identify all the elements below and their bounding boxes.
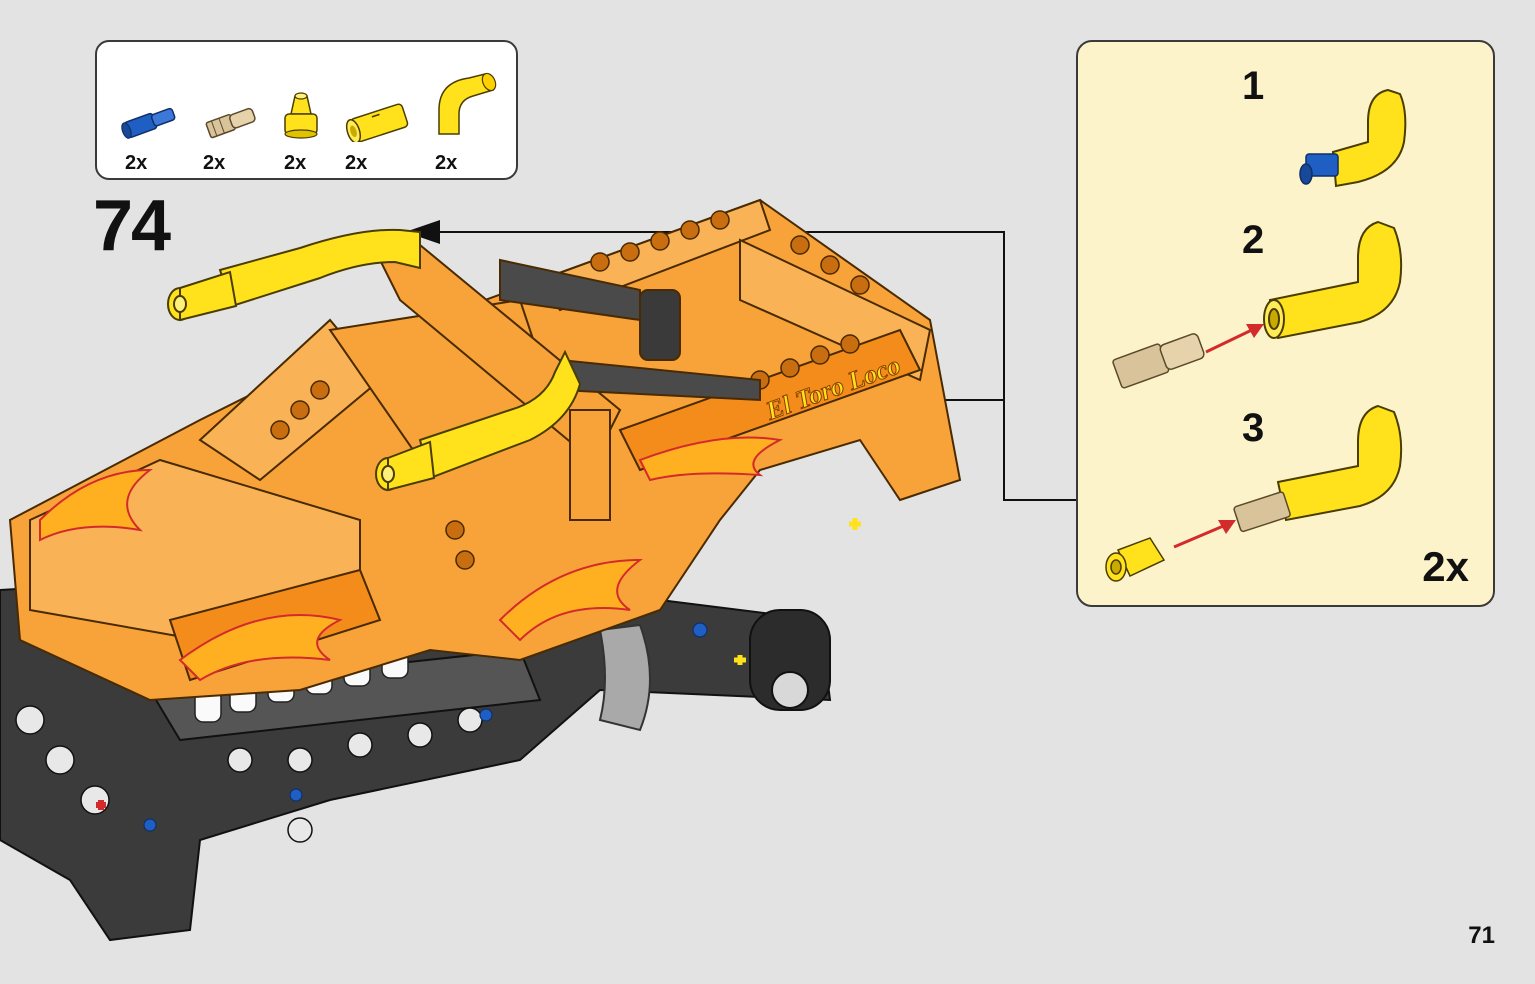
substep-number: 2 <box>1242 218 1265 262</box>
yellow-tube-icon <box>345 103 409 142</box>
part-yellow-cone: 2x <box>277 52 367 177</box>
page-number: 71 <box>1468 922 1495 949</box>
part-yellow-curved-pipe: 2x <box>427 52 517 177</box>
subassembly-illustration <box>1105 88 1407 582</box>
assembly-arrow-icon <box>1173 522 1229 549</box>
part-yellow-tube: 2x <box>342 52 432 177</box>
assembly-arrow-icon <box>1218 520 1236 534</box>
yellow-exhaust-pipe <box>167 228 421 322</box>
substep-number: 1 <box>1242 64 1265 108</box>
part-qty: 2x <box>203 152 226 174</box>
tan-axle-pin-icon <box>1112 333 1205 389</box>
yellow-cone-icon <box>284 92 318 139</box>
yellow-cone-icon <box>1105 537 1166 582</box>
part-blue-pin: 2x <box>115 52 205 177</box>
yellow-curved-pipe-icon <box>1331 88 1407 188</box>
yellow-curved-pipe-icon <box>1263 220 1403 340</box>
subassembly-callout: 1 2 3 <box>1076 40 1495 607</box>
part-tan-axle-pin: 2x <box>197 52 287 177</box>
part-qty: 2x <box>284 152 307 174</box>
arrow-head-icon <box>405 220 440 244</box>
tan-axle-pin-icon <box>205 107 256 139</box>
tan-axle-pin-icon <box>1233 491 1291 533</box>
parts-list: 2x 2x 2x <box>95 40 518 180</box>
substep-number: 3 <box>1242 406 1265 450</box>
blue-pin-icon <box>121 107 176 139</box>
assembly-arrow-icon <box>1205 325 1259 354</box>
blue-pin-icon <box>1299 153 1339 185</box>
yellow-exhaust-pipe <box>375 349 582 492</box>
part-qty: 2x <box>125 152 148 174</box>
step-number: 74 <box>93 186 171 266</box>
part-qty: 2x <box>345 152 368 174</box>
part-qty: 2x <box>435 152 458 174</box>
subassembly-multiplier: 2x <box>1422 543 1469 590</box>
assembly-arrow-icon <box>1246 324 1264 338</box>
yellow-curved-pipe-icon <box>1276 404 1403 522</box>
yellow-curved-pipe-icon <box>438 72 497 135</box>
